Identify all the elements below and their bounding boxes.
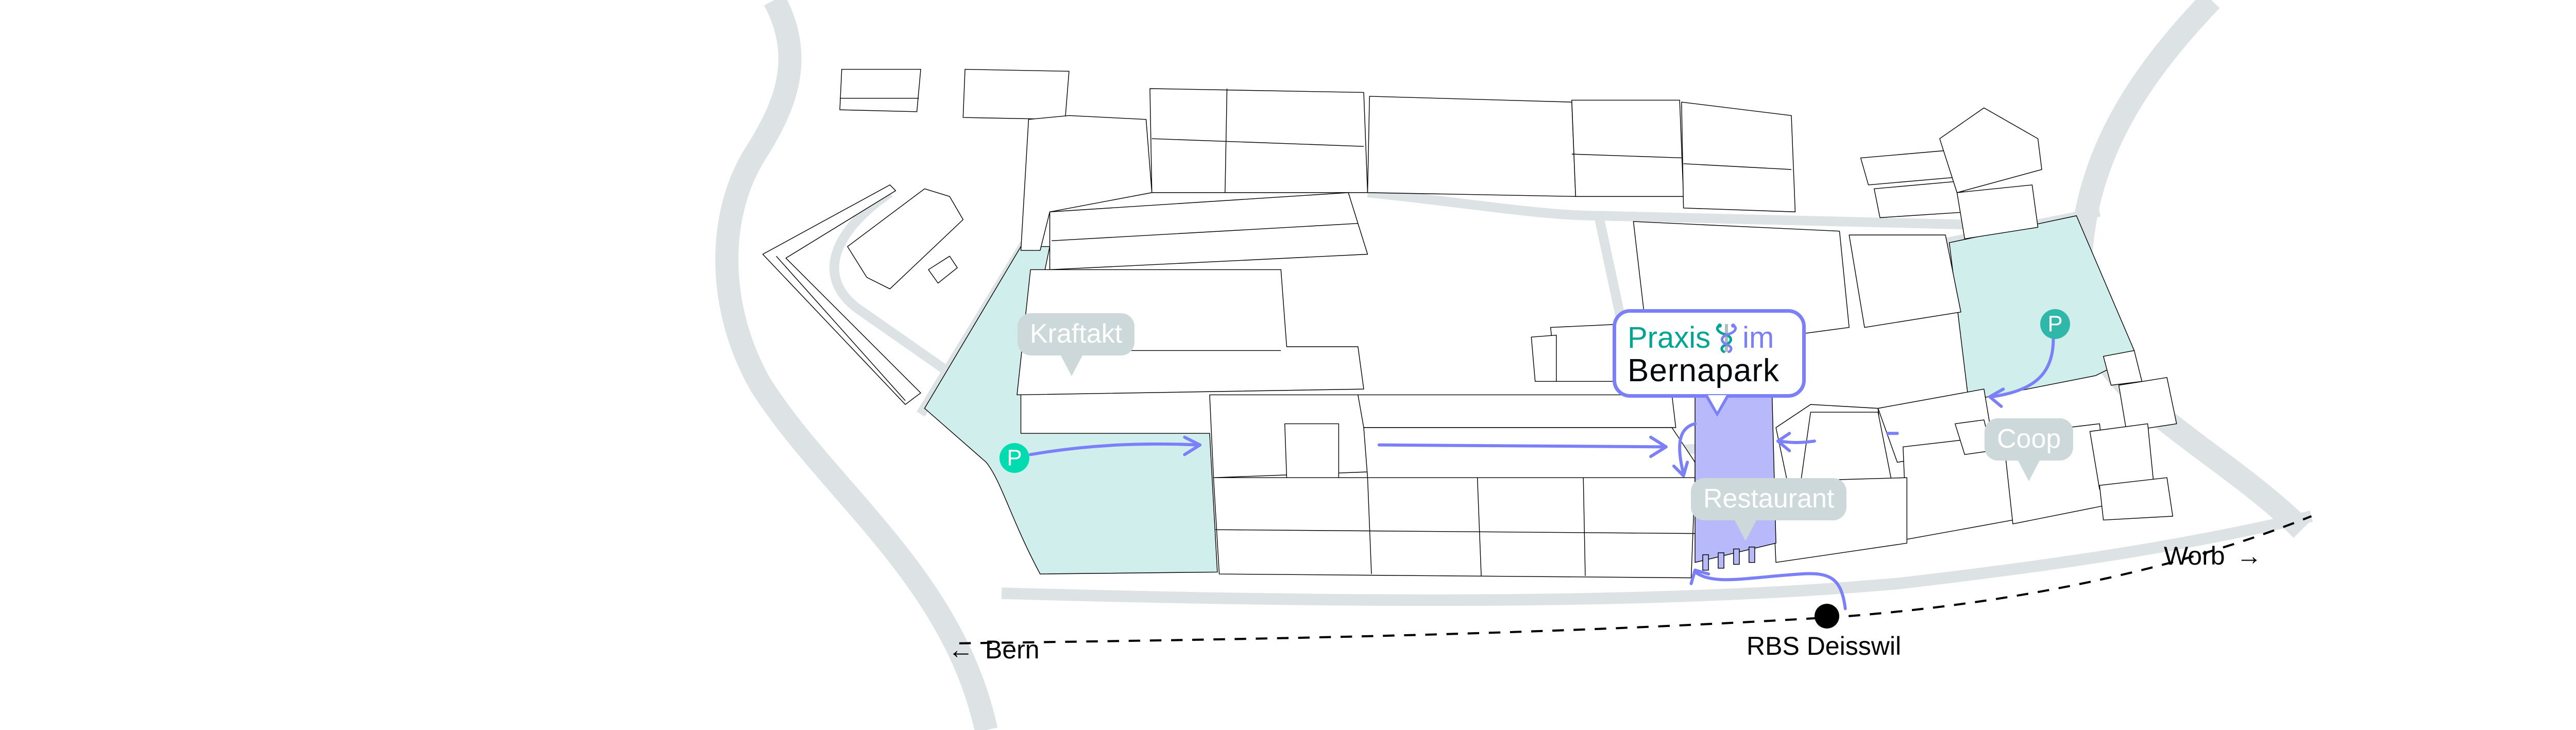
rbs-railway-line [959, 515, 2312, 644]
route-station [1693, 570, 1847, 610]
direction-bern: ← Bern [948, 635, 1040, 665]
label-kraftakt[interactable]: Kraftakt [1018, 313, 1135, 355]
label-coop-text: Coop [1997, 424, 2061, 454]
caduceus-icon [1716, 324, 1737, 353]
logo-word-bernapark: Bernapark [1628, 353, 1780, 388]
walking-routes [1029, 337, 2055, 610]
route-left-parking [1029, 442, 1200, 456]
label-restaurant[interactable]: Restaurant [1691, 478, 1847, 520]
arrow-right-icon: → [2236, 541, 2262, 570]
label-coop[interactable]: Coop [1985, 418, 2074, 461]
buildings [762, 69, 2177, 579]
station-dot-icon[interactable] [1815, 604, 1839, 629]
label-restaurant-text: Restaurant [1703, 484, 1835, 514]
logo-word-praxis: Praxis [1628, 321, 1711, 354]
route-central-passage [1377, 443, 1666, 449]
parking-pin-left[interactable]: P [999, 443, 1029, 473]
praxis-logo-callout[interactable]: Praxis im Bernapark [1613, 309, 1806, 417]
logo-word-im: im [1742, 321, 1774, 354]
direction-worb: Worb → [2164, 541, 2274, 571]
parking-icon: P [2047, 311, 2063, 336]
parking-pin-right[interactable]: P [2040, 309, 2070, 339]
arrow-left-icon: ← [948, 635, 974, 664]
route-right-parking [1990, 337, 2055, 399]
direction-worb-label: Worb [2164, 541, 2225, 570]
parking-icon: P [1007, 445, 1022, 470]
direction-bern-label: Bern [985, 635, 1040, 664]
route-east-entry [1778, 439, 1816, 444]
station-label: RBS Deisswil [1747, 632, 1902, 660]
label-kraftakt-text: Kraftakt [1030, 319, 1123, 349]
parking-areas [924, 215, 2135, 574]
logo-line-1: Praxis im [1628, 323, 1774, 353]
